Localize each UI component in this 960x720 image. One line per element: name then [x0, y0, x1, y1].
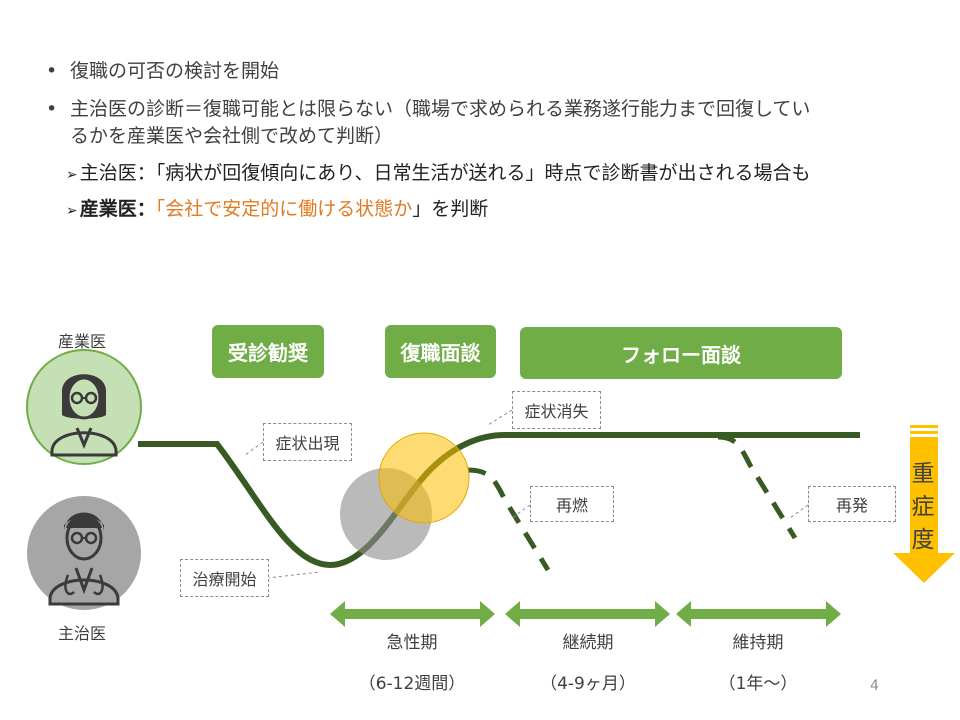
- severity-char: 症: [911, 494, 935, 520]
- phase-return-interview: 復職面談: [385, 325, 496, 378]
- callout-recurrence: 再発: [808, 486, 896, 522]
- arrow-bullet-icon: ➢: [66, 203, 78, 219]
- phase-consultation-recommendation: 受診勧奨: [212, 325, 324, 378]
- quote-open: 「: [155, 198, 166, 220]
- callout-treatment-start: 治療開始: [180, 559, 269, 597]
- period-acute-name: 急性期: [386, 633, 438, 653]
- callout-leader: [244, 441, 264, 456]
- severity-arrow-icon: [893, 425, 955, 583]
- callout-leader: [511, 504, 531, 519]
- callout-onset: 症状出現: [263, 423, 352, 461]
- sub-point-attending: ➢主治医：「病状が回復傾向にあり、日常生活が送れる」時点で診断書が出される場合も: [66, 160, 811, 189]
- bullet-dot: •: [46, 60, 58, 82]
- period-maintenance-duration: （1年～）: [718, 674, 798, 694]
- bullet-1-text: 復職の可否の検討を開始: [70, 60, 280, 82]
- quote-close-text: 」を判断: [412, 198, 489, 220]
- occupational-physician-circle: [378, 432, 470, 524]
- bullet-dot: •: [46, 98, 58, 120]
- callout-leader: [487, 409, 513, 426]
- period-continuation-duration: （4-9ヶ月）: [540, 674, 636, 694]
- occupational-physician-label: 産業医: [58, 332, 107, 351]
- maintenance-period-arrow: [676, 601, 841, 627]
- page-number: 4: [870, 678, 879, 694]
- acute-period-arrow: [330, 601, 495, 627]
- bullet-2-line1: 主治医の診断＝復職可能とは限らない（職場で求められる業務遂行能力まで回復してい: [70, 98, 811, 120]
- phase-follow-up-interview: フォロー面談: [520, 327, 842, 379]
- bullet-2: • 主治医の診断＝復職可能とは限らない（職場で求められる業務遂行能力まで回復して…: [46, 96, 910, 150]
- period-maintenance-name: 維持期: [732, 633, 784, 653]
- severity-char: 度: [911, 527, 935, 553]
- sub-point-label: 主治医：: [79, 162, 156, 184]
- sub-point-label: 産業医：: [79, 198, 156, 220]
- bullet-2-line2: るかを産業医や会社側で改めて判断）: [70, 125, 394, 147]
- arrow-bullet-icon: ➢: [66, 167, 78, 183]
- continuation-period-arrow: [505, 601, 670, 627]
- bullet-1: • 復職の可否の検討を開始: [46, 58, 280, 85]
- male-doctor-avatar-icon: [27, 496, 141, 610]
- callout-leader: [266, 571, 321, 579]
- callout-relapse: 再燃: [530, 486, 614, 522]
- attending-physician-label: 主治医: [58, 624, 107, 643]
- recurrence-dashed-line: [717, 434, 798, 540]
- callout-leader: [789, 504, 809, 519]
- relapse-dashed-line: [467, 467, 551, 572]
- period-acute-duration: （6-12週間）: [358, 674, 466, 694]
- period-continuation-name: 継続期: [562, 633, 614, 653]
- severity-label: 重 症 度: [903, 458, 943, 557]
- severity-char: 重: [911, 461, 935, 487]
- female-doctor-avatar-icon: [26, 349, 142, 465]
- callout-symptom-resolved: 症状消失: [512, 391, 601, 429]
- sub-point-occupational: ➢産業医：「会社で安定的に働ける状態か」を判断: [66, 196, 488, 225]
- sub-point-text: 「病状が回復傾向にあり、日常生活が送れる」時点で診断書が出される場合も: [155, 162, 811, 184]
- highlight-text: 会社で安定的に働ける状態か: [165, 198, 413, 220]
